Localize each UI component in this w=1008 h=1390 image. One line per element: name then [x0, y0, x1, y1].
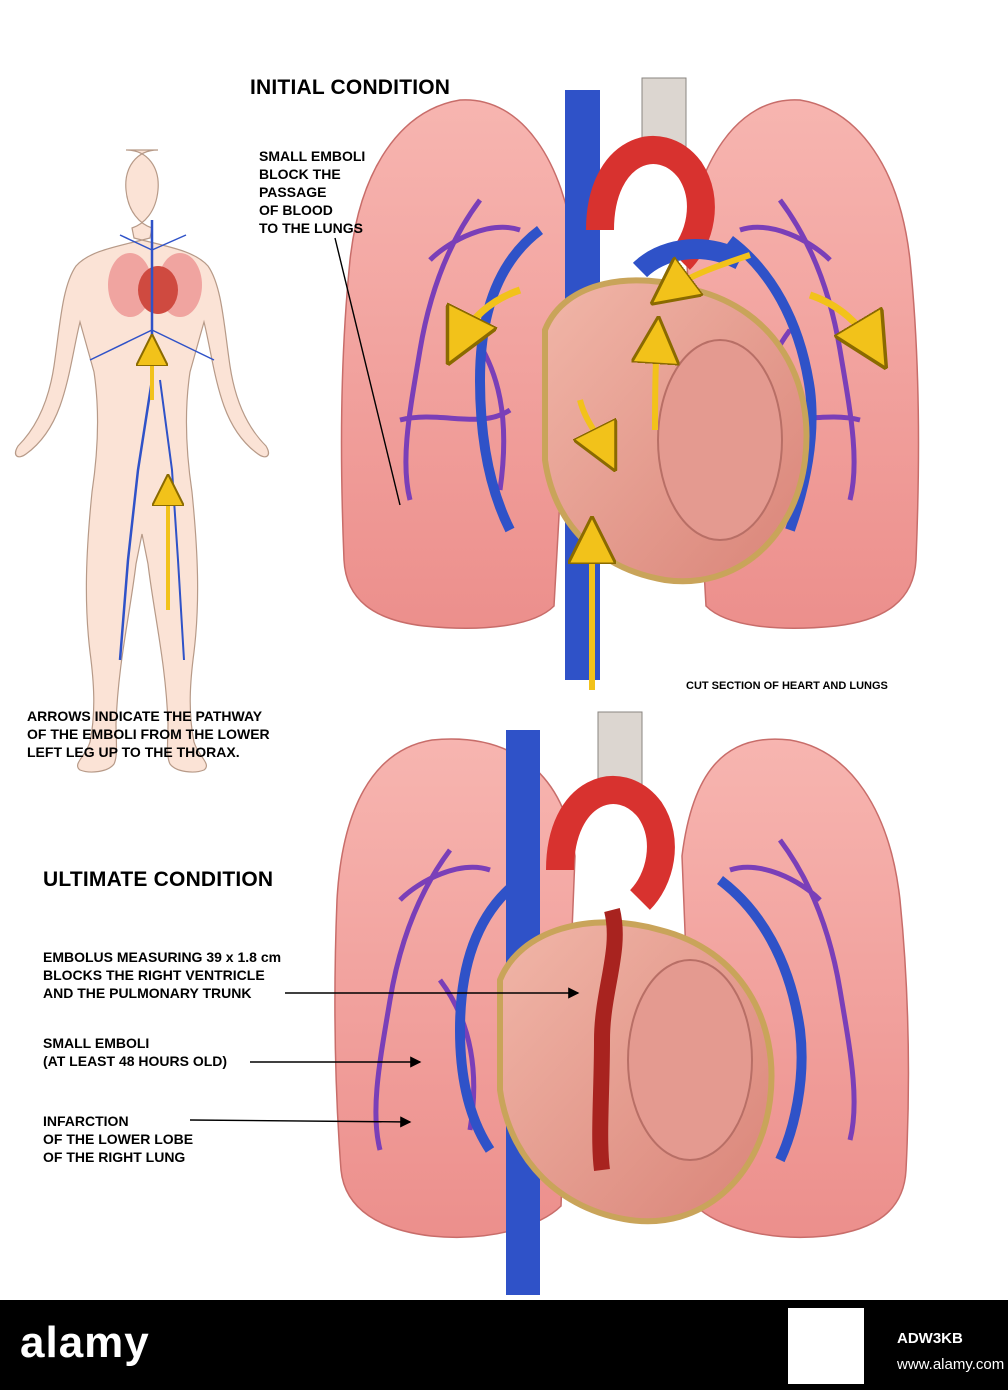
right-pulmonary-artery: [474, 226, 544, 533]
right-lung: [340, 99, 575, 629]
left-vessel-tree-ultimate: [729, 838, 857, 1141]
footer-bar: alamy ADW3KB www.alamy.com: [0, 1300, 1008, 1390]
pulmonary-trunk: [632, 239, 745, 278]
alamy-logo: alamy: [20, 1318, 150, 1367]
aorta: [586, 136, 715, 270]
embolus-measuring-label: EMBOLUS MEASURING 39 x 1.8 cm BLOCKS THE…: [43, 949, 282, 1001]
ultimate-condition-title: ULTIMATE CONDITION: [43, 868, 274, 891]
initial-condition-title: INITIAL CONDITION: [250, 76, 451, 99]
image-id: ADW3KB: [897, 1330, 963, 1347]
small-emboli-block-label: SMALL EMBOLI BLOCK THE PASSAGE OF BLOOD …: [259, 148, 366, 236]
illustration-canvas: [14, 77, 920, 1295]
ultimate-lungs-diagram: [189, 711, 910, 1295]
mini-heart: [138, 266, 178, 314]
arrows-pathway-note: ARROWS INDICATE THE PATHWAY OF THE EMBOL…: [27, 708, 270, 760]
aorta-ultimate: [546, 776, 675, 910]
left-ventricle: [657, 339, 783, 541]
left-pulmonary-artery: [726, 236, 817, 532]
right-vessel-tree: [399, 198, 521, 501]
initial-lungs-diagram: [334, 77, 920, 690]
small-emboli-old-label: SMALL EMBOLI (AT LEAST 48 HOURS OLD): [43, 1035, 228, 1069]
infarction-label: INFARCTION OF THE LOWER LOBE OF THE RIGH…: [43, 1113, 194, 1165]
cut-section-caption: CUT SECTION OF HEART AND LUNGS: [686, 680, 888, 692]
emboli-pointer-line: [334, 237, 401, 506]
site-url: www.alamy.com: [897, 1356, 1005, 1373]
body-figure: [14, 149, 270, 773]
infarction-pointer-line: [189, 1116, 412, 1128]
large-embolus: [592, 908, 623, 1172]
qr-code: [788, 1308, 864, 1384]
